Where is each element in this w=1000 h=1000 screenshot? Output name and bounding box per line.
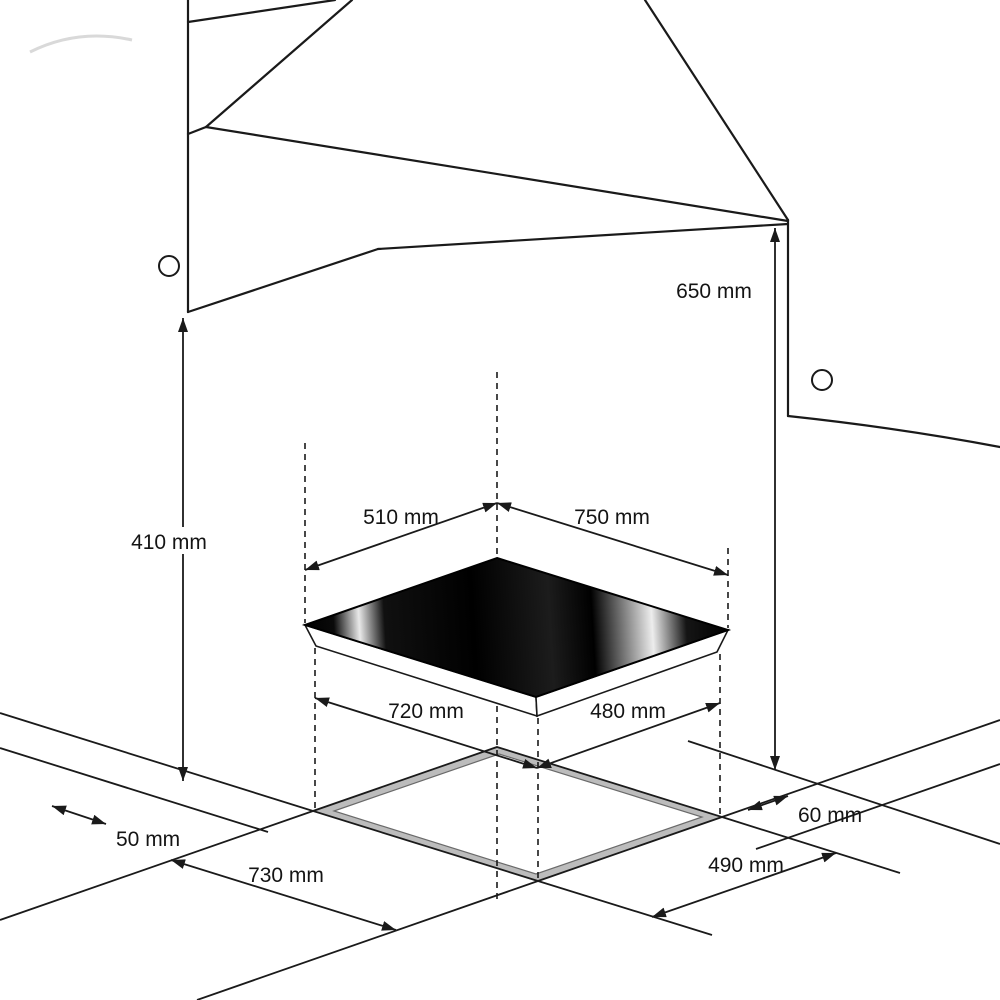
dimension-50: 50 mm: [51, 805, 180, 851]
worktop-edge-line: [0, 810, 314, 921]
worktop-surface: [0, 712, 1000, 1000]
cabinet-underside-back-edge: [204, 125, 790, 223]
worktop-edge-line: [196, 880, 539, 1000]
dim-60-line: [747, 795, 789, 811]
dim-730-label: 730 mm: [248, 864, 324, 887]
worktop-edge-line: [0, 747, 269, 833]
cutout-opening: [332, 753, 704, 875]
cabinet-right-front-slant-edge: [643, 0, 790, 222]
screw-hole-right: [811, 369, 833, 391]
dimension-490: 490 mm: [651, 852, 837, 918]
cabinet-left-bottom-edge: [186, 247, 380, 314]
worktop-edge-line: [687, 740, 1000, 845]
cabinet-right-bottom-edge: [786, 414, 1000, 449]
dimension-720: 720 mm: [314, 697, 538, 769]
dim-720-label: 720 mm: [388, 700, 464, 723]
cooktop: [301, 556, 732, 718]
dim-50-label: 50 mm: [116, 828, 180, 851]
worktop-edge-line: [755, 763, 1000, 850]
dim-60-label: 60 mm: [798, 804, 862, 827]
dimension-650: 650 mm: [676, 228, 780, 770]
screw-hole-left: [158, 255, 180, 277]
dim-650-label: 650 mm: [676, 280, 752, 303]
cabinet-left-top-edge: [186, 0, 337, 24]
dim-510-label: 510 mm: [363, 506, 439, 529]
dim-410-label-backing: [110, 527, 228, 554]
worktop-edge-line: [721, 719, 1000, 818]
dimension-60: 60 mm: [747, 795, 862, 827]
worktop-edge-line: [0, 712, 314, 812]
dim-750-label: 750 mm: [574, 506, 650, 529]
dimension-750: 750 mm: [496, 502, 729, 576]
faint-curve-artifact: [29, 34, 133, 54]
worktop-edge-line: [537, 880, 713, 936]
dim-510-line: [304, 502, 498, 571]
cabinet-left-back-edge: [204, 0, 354, 129]
dimension-510: 510 mm: [304, 502, 498, 571]
wall-cabinet-right: [643, 0, 1000, 449]
dim-490-line: [651, 852, 837, 918]
worktop-cutout: [310, 746, 725, 882]
dim-410-label: 410 mm: [131, 531, 207, 554]
dim-490-label: 490 mm: [708, 854, 784, 877]
dim-480-line: [536, 702, 721, 769]
cooktop-glass-top: [301, 556, 732, 699]
dimension-410: 410 mm: [110, 318, 228, 781]
dimension-730: 730 mm: [170, 859, 397, 931]
dim-480-label: 480 mm: [590, 700, 666, 723]
dimension-480: 480 mm: [536, 700, 721, 769]
upper-cabinet-left: [158, 0, 790, 314]
dim-750-line: [496, 502, 729, 576]
cabinet-left-corner-edge: [186, 125, 208, 136]
worktop-edge-line: [721, 816, 901, 874]
dim-730-line: [170, 859, 397, 931]
cabinet-underside-front-edge: [376, 222, 790, 251]
dim-720-line: [314, 697, 538, 769]
dim-50-line: [51, 805, 107, 825]
